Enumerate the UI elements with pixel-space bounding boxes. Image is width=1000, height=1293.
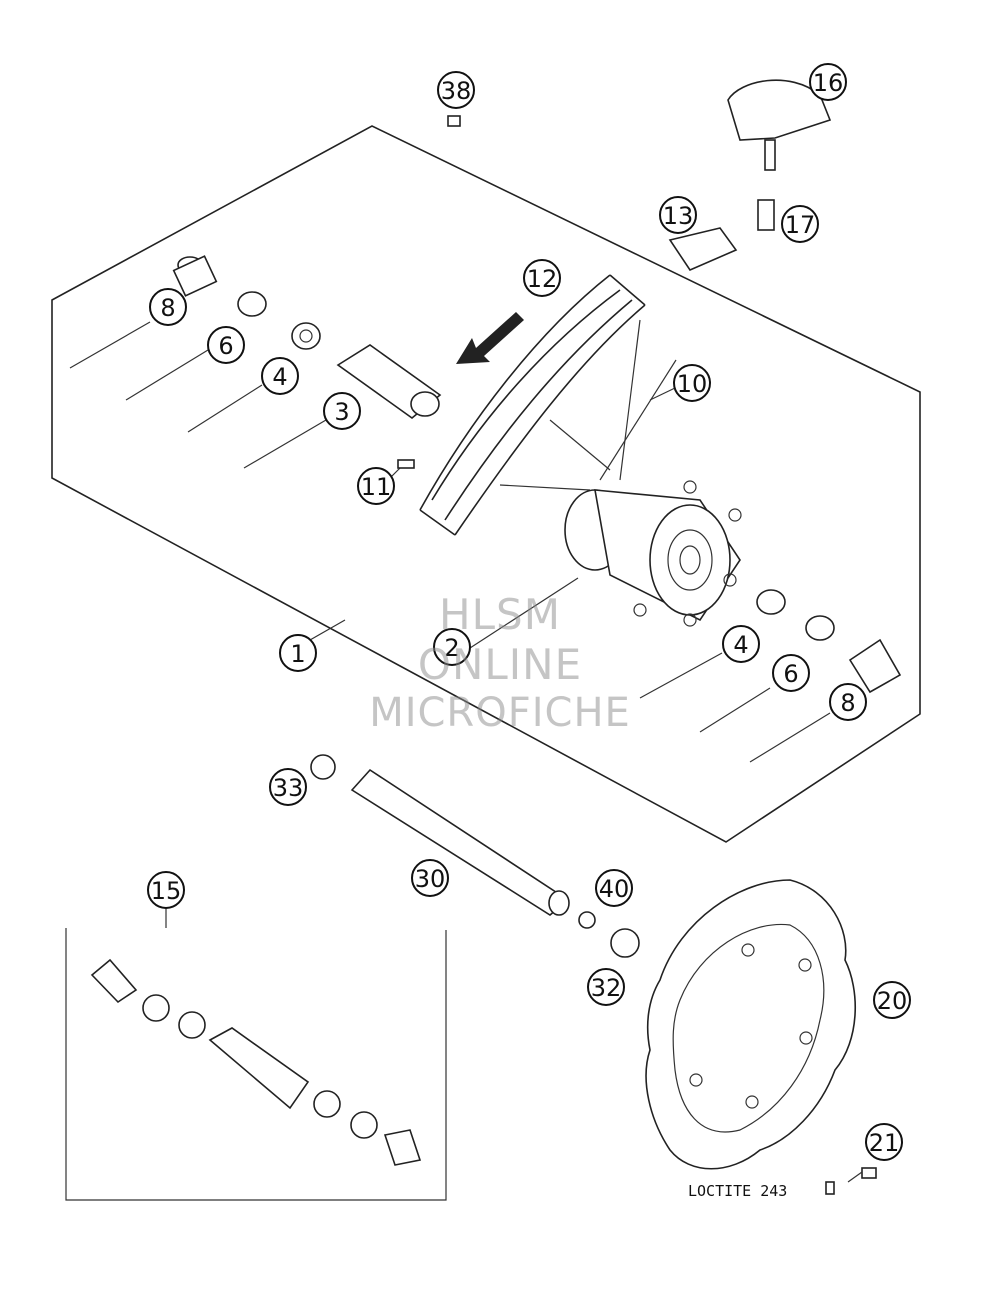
callout-3: 3 [323,392,361,430]
callout-number: 10 [677,370,708,398]
bearing-kit-parts [90,958,422,1166]
callout-33: 33 [269,768,307,806]
callout-number: 32 [591,974,622,1002]
callout-10: 10 [673,364,711,402]
callout-circle [433,628,471,666]
callout-number: 38 [441,77,472,105]
callout-6: 6 [772,654,810,692]
callout-15: 15 [147,871,185,909]
wheel-assembly-outline [51,125,921,843]
callout-11: 11 [357,467,395,505]
direction-arrow-icon [456,312,524,364]
callout-30: 30 [411,859,449,897]
callout-16: 16 [809,63,847,101]
callout-circle [411,859,449,897]
hub-parts-right [756,589,902,694]
callout-circle [809,63,847,101]
callout-circle [829,683,867,721]
callout-4: 4 [261,357,299,395]
callout-circle [873,981,911,1019]
spokes [499,319,677,491]
callout-12: 12 [523,259,561,297]
small-screw [447,115,461,127]
callout-circle [722,625,760,663]
axle-parts [310,754,640,958]
callout-circle [357,467,395,505]
callout-40: 40 [595,869,633,907]
callout-number: 8 [160,294,175,322]
callout-circle [673,364,711,402]
callout-number: 15 [151,877,182,905]
callout-number: 4 [733,631,748,659]
callout-number: 21 [869,1129,900,1157]
callout-circle [595,869,633,907]
callout-circle [781,205,819,243]
watermark-line-2: ONLINE [417,640,583,689]
callout-number: 4 [272,363,287,391]
callout-number: 13 [663,202,694,230]
callout-number: 11 [361,473,392,501]
disc-bolt [825,1167,877,1195]
watermark-line-1: HLSM [439,590,561,639]
callout-number: 6 [783,660,798,688]
callout-number: 2 [444,634,459,662]
wheel-rim [419,274,646,536]
callout-circle [279,634,317,672]
callout-number: 17 [785,211,816,239]
bearing-kit-outline [65,928,447,1201]
callout-circle [149,288,187,326]
callout-17: 17 [781,205,819,243]
callout-circle [147,871,185,909]
callout-38: 38 [437,71,475,109]
watermark-line-3: MICROFICHE [369,690,631,736]
callout-circle [269,768,307,806]
callout-number: 33 [273,774,304,802]
callout-4: 4 [722,625,760,663]
callout-number: 30 [415,865,446,893]
callout-number: 16 [813,69,844,97]
hub-parts-left [172,255,442,420]
callout-8: 8 [829,683,867,721]
callout-circle [865,1123,903,1161]
callout-circle [659,196,697,234]
callout-number: 6 [218,332,233,360]
wheel-hub [564,480,742,627]
callout-13: 13 [659,196,697,234]
leaders-left [69,321,831,763]
callout-number: 1 [290,640,305,668]
callout-1: 1 [279,634,317,672]
callout-2: 2 [433,628,471,666]
callout-21: 21 [865,1123,903,1161]
spoke-nipple [397,459,415,469]
callout-number: 3 [334,398,349,426]
callout-circle [437,71,475,109]
valve-parts [668,79,832,272]
callout-20: 20 [873,981,911,1019]
callout-number: 40 [599,875,630,903]
callout-6: 6 [207,326,245,364]
callout-number: 12 [527,265,558,293]
callout-circle [323,392,361,430]
callout-circle [772,654,810,692]
callout-circle [261,357,299,395]
callout-circle [587,968,625,1006]
callout-8: 8 [149,288,187,326]
brake-disc [645,879,857,1170]
callout-number: 20 [877,987,908,1015]
callout-32: 32 [587,968,625,1006]
callout-circle [523,259,561,297]
loctite-note: LOCTITE 243 [688,1182,788,1200]
callout-number: 8 [840,689,855,717]
callout-circle [207,326,245,364]
